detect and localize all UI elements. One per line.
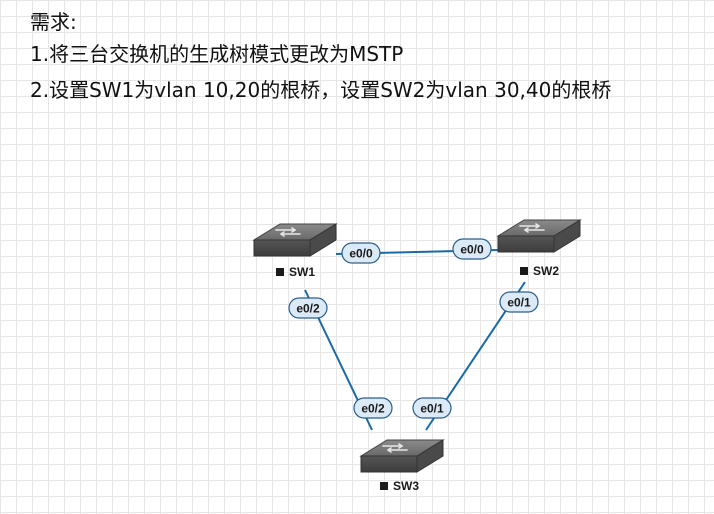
requirements-title: 需求: xyxy=(30,10,77,34)
device-label-sw2-text: SW2 xyxy=(533,264,559,278)
port-label-sw2-e0-0: e0/0 xyxy=(452,238,492,260)
device-label-sw2: SW2 xyxy=(520,264,559,278)
switch-sw1-icon[interactable] xyxy=(253,223,337,257)
device-label-sw3: SW3 xyxy=(380,479,419,493)
port-label-sw1-e0-0: e0/0 xyxy=(341,242,381,264)
port-label-sw3-e0-1: e0/1 xyxy=(412,397,452,419)
switch-sw2-icon[interactable] xyxy=(497,219,581,253)
device-label-sw3-text: SW3 xyxy=(393,479,419,493)
port-label-sw1-e0-2: e0/2 xyxy=(288,297,328,319)
port-label-sw1-e0-0-text: e0/0 xyxy=(349,247,373,261)
requirement-item-2: 2.设置SW1为vlan 10,20的根桥，设置SW2为vlan 30,40的根… xyxy=(30,78,612,102)
port-label-sw3-e0-2: e0/2 xyxy=(353,397,393,419)
port-label-sw3-e0-2-text: e0/2 xyxy=(361,402,385,416)
port-label-sw2-e0-1-text: e0/1 xyxy=(507,296,531,310)
switch-sw3-icon[interactable] xyxy=(360,439,444,473)
device-label-sw1-text: SW1 xyxy=(289,265,315,279)
port-label-sw2-e0-0-text: e0/0 xyxy=(460,243,484,257)
port-label-sw2-e0-1: e0/1 xyxy=(499,291,539,313)
device-label-sw1: SW1 xyxy=(276,265,315,279)
port-label-sw1-e0-2-text: e0/2 xyxy=(296,302,320,316)
requirement-item-1: 1.将三台交换机的生成树模式更改为MSTP xyxy=(30,42,404,66)
port-label-sw3-e0-1-text: e0/1 xyxy=(420,402,444,416)
